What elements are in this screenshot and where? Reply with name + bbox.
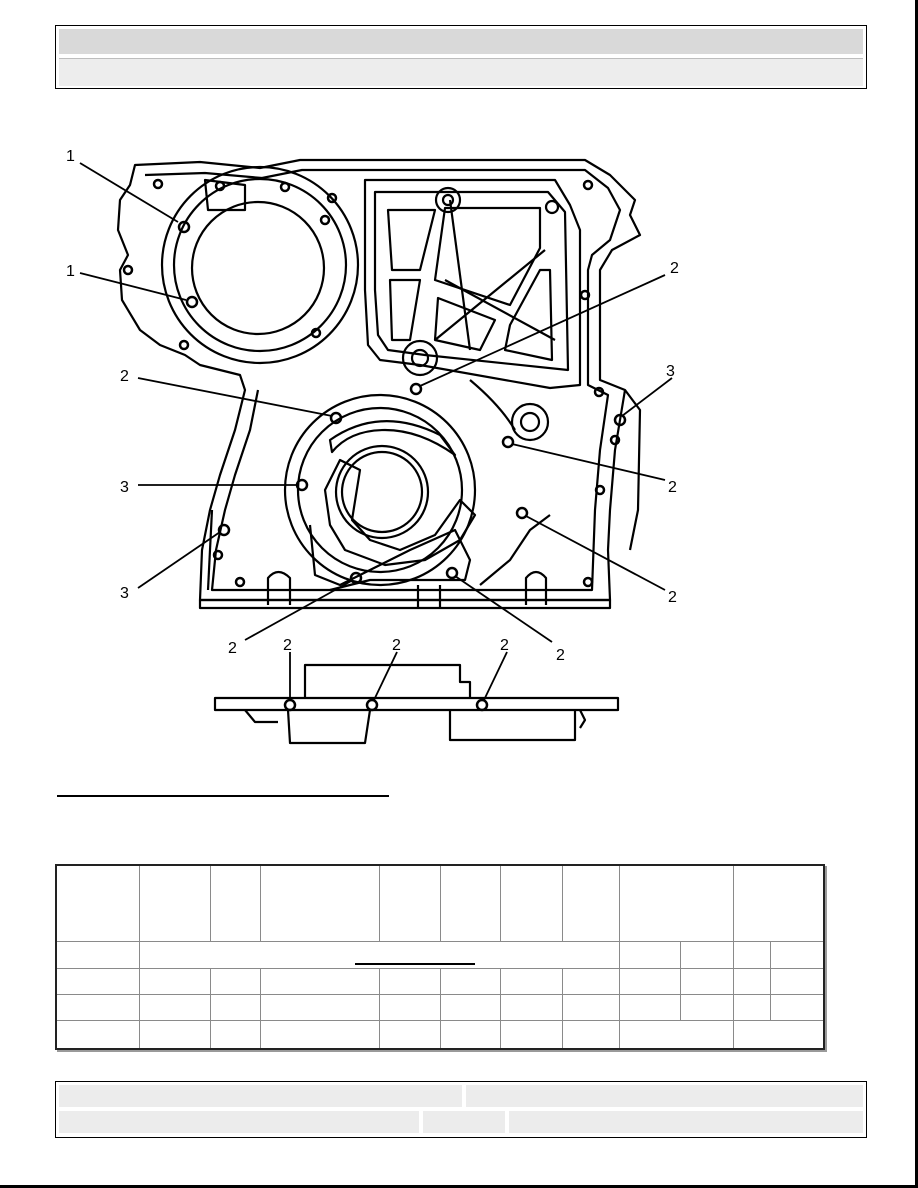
header-title-bar [59, 29, 863, 54]
header-subtitle-bar [59, 58, 863, 86]
page-frame-right [915, 0, 918, 1188]
page-footer-box [55, 1081, 867, 1138]
footer-cell [509, 1111, 863, 1133]
footer-cell [466, 1085, 863, 1107]
footer-cell [59, 1085, 462, 1107]
callout-label: 2 [668, 479, 677, 496]
callout-label: 3 [120, 479, 129, 496]
callout-label: 2 [668, 589, 677, 606]
callout-label: 1 [66, 263, 75, 280]
callout-label: 2 [228, 640, 237, 657]
callout-label: 1 [66, 148, 75, 165]
footer-cell [59, 1111, 419, 1133]
callout-label: 2 [670, 260, 679, 277]
callout-label: 2 [556, 647, 565, 664]
front-cover-illustration: 1 1 2 2 3 3 2 3 2 2 2 2 2 2 [66, 148, 679, 745]
page-frame-bottom [0, 1185, 918, 1188]
footer-cell [423, 1111, 505, 1133]
callout-label: 2 [500, 637, 509, 654]
callout-label: 3 [120, 585, 129, 602]
callout-label: 2 [283, 637, 292, 654]
page-header-box [55, 25, 867, 89]
torque-spec-table [55, 864, 825, 1050]
engine-front-cover-diagram: 1 1 2 2 3 3 2 3 2 2 2 2 2 2 [40, 130, 700, 780]
callout-label: 2 [120, 368, 129, 385]
callout-label: 2 [392, 637, 401, 654]
figure-caption-underline [57, 795, 389, 797]
callout-label: 3 [666, 363, 675, 380]
